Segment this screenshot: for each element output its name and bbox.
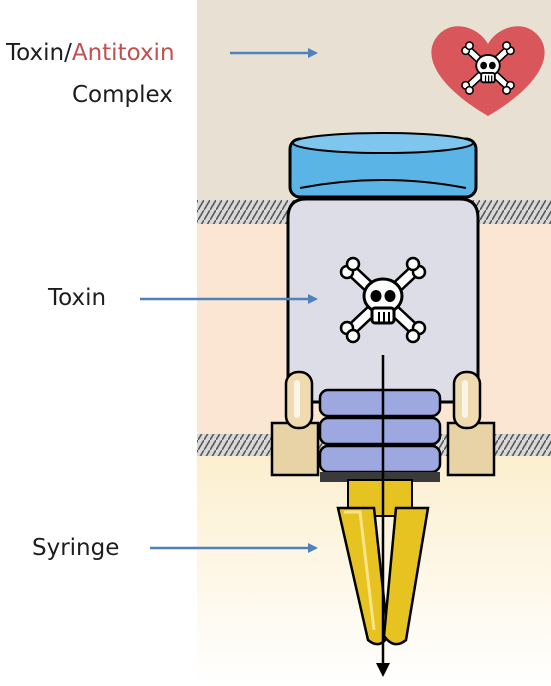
jar-lid xyxy=(290,133,476,197)
complex-label: Complex xyxy=(72,84,173,107)
syringe-label: Syringe xyxy=(32,537,119,560)
toxin-label: Toxin xyxy=(48,287,106,310)
toxin-antitoxin-label: Toxin/Antitoxin xyxy=(6,42,175,65)
ring-stack xyxy=(320,390,440,482)
